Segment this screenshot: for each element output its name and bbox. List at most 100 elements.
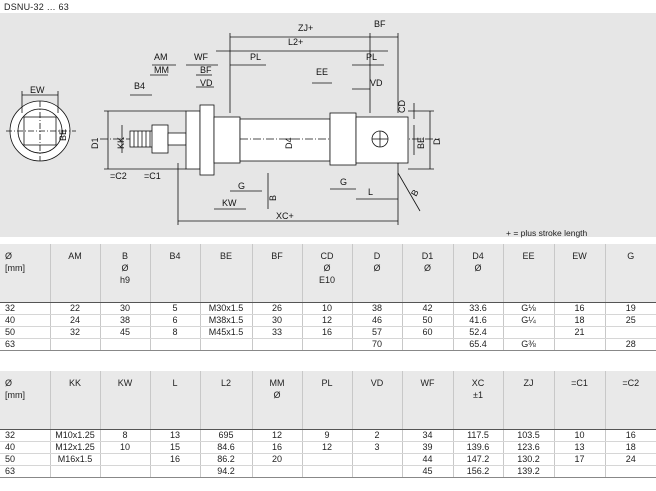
- table-cell: [150, 338, 201, 351]
- table-cell: 57: [352, 326, 403, 339]
- header-cell: BF: [252, 244, 303, 303]
- page-title: DSNU-32 … 63: [4, 2, 69, 12]
- dim-vd-right: VD: [370, 78, 383, 88]
- table-cell: 32: [0, 429, 51, 442]
- table-cell: [352, 453, 403, 466]
- table-cell: 30: [100, 302, 151, 315]
- header-cell: Ø[mm]: [0, 244, 51, 303]
- table-cell: 16: [554, 302, 606, 315]
- table-cell: 10: [554, 429, 606, 442]
- table-cell: 19: [605, 302, 656, 315]
- table-cell: 33.6: [453, 302, 504, 315]
- table-cell: M45x1.5: [200, 326, 253, 339]
- table-cell: 16: [605, 429, 656, 442]
- table-cell: 12: [302, 314, 353, 327]
- header-cell: Ø[mm]: [0, 371, 51, 430]
- table-cell: 130.2: [503, 453, 555, 466]
- table-cell: [302, 465, 353, 478]
- table-cell: 63: [0, 338, 51, 351]
- table-cell: 42: [402, 302, 454, 315]
- table-cell: [200, 338, 253, 351]
- table-cell: [605, 326, 656, 339]
- dim-pl-right: PL: [366, 52, 377, 62]
- header-cell: L2: [200, 371, 253, 430]
- table-cell: G⅜: [503, 338, 555, 351]
- table-cell: 39: [402, 441, 454, 454]
- dimension-labels: ZJ+ BF L2+ AM WF PL PL MM BF EE B4 VD VD…: [30, 19, 442, 221]
- header-cell: L: [150, 371, 201, 430]
- dim-mm: MM: [154, 65, 169, 75]
- dim-b-left: B: [268, 195, 278, 201]
- table-cell: 18: [554, 314, 606, 327]
- technical-drawing: ZJ+ BF L2+ AM WF PL PL MM BF EE B4 VD VD…: [0, 13, 656, 238]
- table-cell: 15: [150, 441, 201, 454]
- table-cell: 65.4: [453, 338, 504, 351]
- table-cell: [302, 453, 353, 466]
- table-cell: 21: [554, 326, 606, 339]
- table-cell: 12: [252, 429, 303, 442]
- header-cell: VD: [352, 371, 403, 430]
- table-cell: 8: [100, 429, 151, 442]
- dim-pl-left: PL: [250, 52, 261, 62]
- table-cell: 12: [302, 441, 353, 454]
- table-cell: 16: [150, 453, 201, 466]
- table-cell: 18: [605, 441, 656, 454]
- table-cell: M38x1.5: [200, 314, 253, 327]
- table-cell: 50: [402, 314, 454, 327]
- table-cell: M10x1.25: [50, 429, 101, 442]
- header-cell: B4: [150, 244, 201, 303]
- header-cell: AM: [50, 244, 101, 303]
- table-cell: 32: [50, 326, 101, 339]
- dim-ee: EE: [316, 67, 328, 77]
- dim-ew: EW: [30, 85, 45, 95]
- dim-b4: B4: [134, 81, 145, 91]
- table-cell: 86.2: [200, 453, 253, 466]
- table-cell: M12x1.25: [50, 441, 101, 454]
- table-cell: 6: [150, 314, 201, 327]
- table-cell: [100, 453, 151, 466]
- table-cell: 60: [402, 326, 454, 339]
- dim-bf-mid: BF: [200, 65, 212, 75]
- table-cell: [100, 338, 151, 351]
- table-cell: 20: [252, 453, 303, 466]
- table-cell: 13: [554, 441, 606, 454]
- table-cell: 33: [252, 326, 303, 339]
- table-cell: 41.6: [453, 314, 504, 327]
- table-cell: 13: [150, 429, 201, 442]
- table-cell: [50, 338, 101, 351]
- table-cell: 103.5: [503, 429, 555, 442]
- table-cell: M16x1.5: [50, 453, 101, 466]
- table-cell: [252, 338, 303, 351]
- table-cell: 695: [200, 429, 253, 442]
- dim-am: AM: [154, 52, 168, 62]
- dim-l: L: [368, 187, 373, 197]
- table-cell: 40: [0, 314, 51, 327]
- table-cell: 24: [50, 314, 101, 327]
- header-cell: KK: [50, 371, 101, 430]
- table-cell: 22: [50, 302, 101, 315]
- table-cell: 10: [100, 441, 151, 454]
- table-cell: 5: [150, 302, 201, 315]
- table-cell: [402, 338, 454, 351]
- table-cell: 139.6: [453, 441, 504, 454]
- header-cell: PL: [302, 371, 353, 430]
- table-cell: [50, 465, 101, 478]
- table-cell: [605, 465, 656, 478]
- table-cell: 8: [150, 326, 201, 339]
- table-cell: [150, 465, 201, 478]
- dim-g-right: G: [340, 177, 347, 187]
- table-cell: 24: [605, 453, 656, 466]
- table-cell: M30x1.5: [200, 302, 253, 315]
- table-cell: 38: [100, 314, 151, 327]
- header-cell: BE: [200, 244, 253, 303]
- header-cell: EW: [554, 244, 606, 303]
